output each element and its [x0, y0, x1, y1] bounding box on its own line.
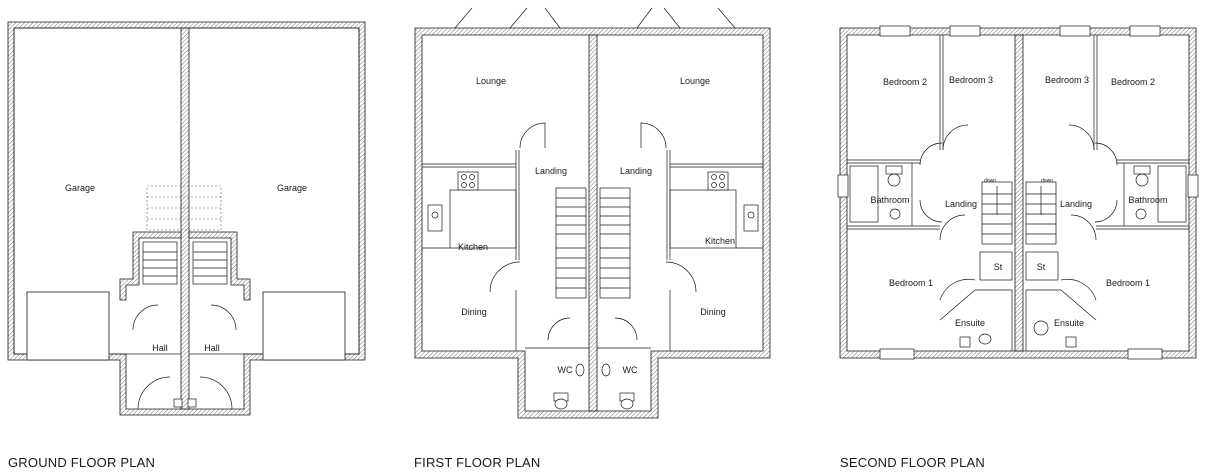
garage-door-left [26, 291, 110, 361]
room-label-bathroom-right: Bathroom [1128, 195, 1167, 205]
room-label-ensuite-left: Ensuite [955, 318, 985, 328]
room-label-kitchen-right: Kitchen [705, 236, 735, 246]
second-internal-walls [847, 35, 1189, 230]
room-label-landing-left: Landing [945, 199, 977, 209]
ground-floor-plan: Garage Garage Hall Hall [7, 21, 366, 416]
first-floor-plan: Lounge Lounge Landing Landing Kitchen Ki… [414, 7, 771, 419]
first-party-wall [588, 34, 598, 412]
room-label-bedroom1-left: Bedroom 1 [889, 278, 933, 288]
ensuite-wall-right [1025, 289, 1097, 351]
ground-stair-walls-right [188, 231, 251, 301]
hall-door-swing-right [210, 304, 237, 331]
second-stairs [981, 181, 1057, 245]
kitchen-units-left [422, 171, 517, 249]
room-label-wc-left: WC [558, 365, 573, 375]
second-party-wall [1014, 34, 1024, 352]
room-label-lounge-left: Lounge [476, 76, 506, 86]
wc-fixtures [525, 317, 651, 410]
kitchen-units-right [669, 171, 763, 249]
stair-down-label-left: down [984, 178, 996, 184]
second-windows [837, 25, 1199, 360]
ground-party-wall [180, 27, 190, 410]
ground-stairs [142, 241, 228, 285]
room-label-kitchen-left: Kitchen [458, 242, 488, 252]
ground-stair-walls-left [119, 231, 182, 301]
room-label-bedroom3-left: Bedroom 3 [949, 75, 993, 85]
room-label-store-right: St [1037, 262, 1046, 272]
room-label-bedroom2-right: Bedroom 2 [1111, 77, 1155, 87]
second-floor-plan-title: SECOND FLOOR PLAN [840, 455, 985, 470]
kitchen-door-left [489, 261, 521, 293]
first-stairs [555, 187, 631, 299]
lounge-window-doors-left [454, 7, 561, 29]
wc-door-right [614, 317, 638, 341]
room-label-dining-right: Dining [700, 307, 726, 317]
room-label-bedroom2-left: Bedroom 2 [883, 77, 927, 87]
first-outer-wall [414, 27, 771, 419]
hall-door-swing-left [132, 304, 159, 331]
room-label-bedroom3-right: Bedroom 3 [1045, 75, 1089, 85]
lounge-door-right [640, 122, 667, 149]
ensuite-wall-left [939, 289, 1013, 351]
room-label-landing-right: Landing [620, 166, 652, 176]
wc-door-left [547, 317, 571, 341]
front-door-swing-left [137, 376, 171, 410]
first-floor-plan-title: FIRST FLOOR PLAN [414, 455, 541, 470]
stair-down-label-right: down [1041, 178, 1053, 184]
room-label-lounge-right: Lounge [680, 76, 710, 86]
room-label-garage-right: Garage [277, 183, 307, 193]
room-label-garage-left: Garage [65, 183, 95, 193]
room-label-bedroom1-right: Bedroom 1 [1106, 278, 1150, 288]
room-label-dining-left: Dining [461, 307, 487, 317]
bathroom-fixtures [849, 165, 1187, 348]
ground-floor-plan-title: GROUND FLOOR PLAN [8, 455, 156, 470]
room-label-ensuite-right: Ensuite [1054, 318, 1084, 328]
store-right [1025, 251, 1059, 281]
room-label-landing-right: Landing [1060, 199, 1092, 209]
garage-door-right [262, 291, 346, 361]
room-label-store-left: St [994, 262, 1003, 272]
kitchen-door-right [665, 261, 697, 293]
second-floor-plan: Bedroom 2 Bedroom 3 Bedroom 3 Bedroom 2 … [837, 25, 1199, 360]
room-label-wc-right: WC [623, 365, 638, 375]
room-label-bathroom-left: Bathroom [870, 195, 909, 205]
store-left [979, 251, 1013, 281]
room-label-landing-left: Landing [535, 166, 567, 176]
second-door-swings [919, 124, 1118, 301]
room-label-hall-right: Hall [204, 343, 220, 353]
front-door-swing-right [199, 376, 233, 410]
lounge-window-doors-right [636, 7, 736, 29]
lounge-door-left [519, 122, 546, 149]
room-label-hall-left: Hall [152, 343, 168, 353]
